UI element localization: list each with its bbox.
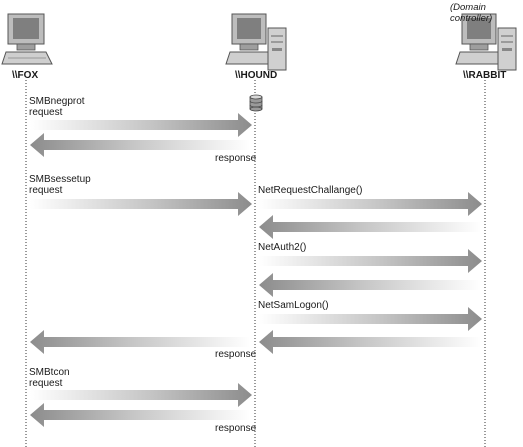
label-tcon-request: SMBtcon request: [29, 367, 70, 389]
label-netsamlogon: NetSamLogon(): [258, 300, 329, 311]
label-sessetup-request: SMBsessetup request: [29, 174, 91, 196]
host-label-rabbit: \\RABBIT: [463, 70, 507, 81]
lifelines: [25, 80, 486, 447]
label-netauth2: NetAuth2(): [258, 242, 307, 253]
hound-server-icon: [225, 13, 287, 71]
host-label-fox: \\FOX: [12, 70, 39, 81]
arrow-negprot-request: [30, 113, 252, 137]
arrow-tcon-request: [30, 383, 252, 407]
arrow-sessetup-response: [30, 330, 250, 354]
arrow-negprot-response: [30, 133, 250, 157]
domain-controller-note: (Domain controller): [450, 2, 493, 24]
arrow-tcon-response: [30, 403, 250, 427]
label-sessetup-response: response: [215, 349, 257, 360]
arrow-sessetup-request: [30, 192, 252, 216]
arrow-netrequestchallange-reply: [259, 215, 481, 239]
fox-computer-icon: [1, 13, 53, 65]
label-negprot-request: SMBnegprot request: [29, 96, 85, 118]
host-label-hound: \\HOUND: [235, 70, 278, 81]
rabbit-server-icon: [455, 13, 517, 71]
arrow-netsamlogon: [259, 307, 482, 331]
arrows: [30, 113, 482, 427]
arrow-netauth2: [259, 249, 482, 273]
label-netrequestchallange: NetRequestChallange(): [258, 185, 363, 196]
arrow-netrequestchallange: [259, 192, 482, 216]
arrow-netauth2-reply: [259, 273, 481, 297]
database-icon: [249, 94, 263, 112]
label-tcon-response: response: [215, 423, 257, 434]
label-negprot-response: response: [215, 153, 257, 164]
arrow-netsamlogon-reply: [259, 330, 481, 354]
